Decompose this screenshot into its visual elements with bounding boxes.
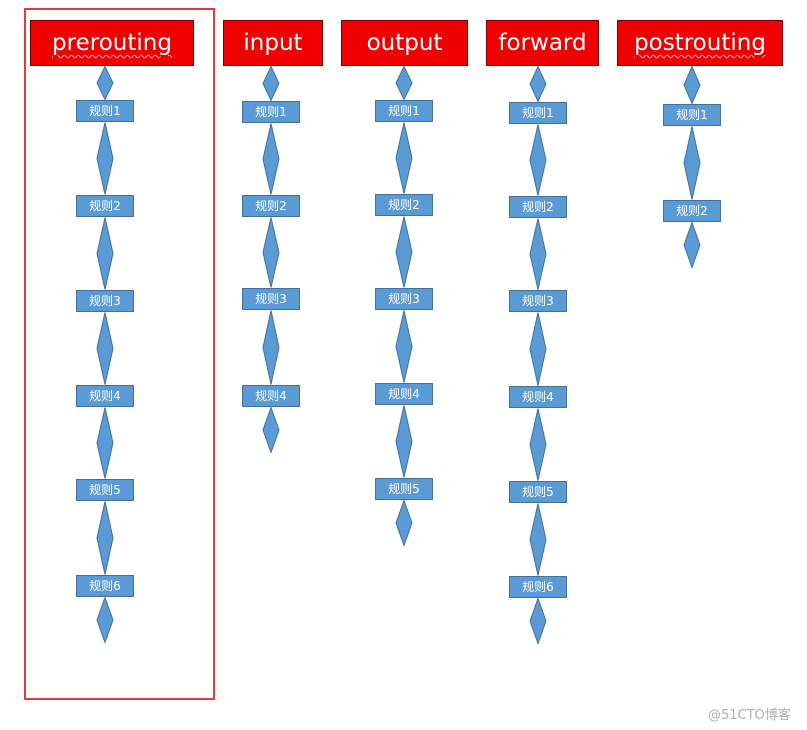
- rule-box-input-4: 规则4: [242, 385, 300, 407]
- connector-prerouting-5: [96, 407, 114, 479]
- rule-box-postrouting-1: 规则1: [663, 104, 721, 126]
- connector-prerouting-2: [96, 122, 114, 195]
- rule-box-input-2: 规则2: [242, 195, 300, 217]
- rule-box-prerouting-4: 规则4: [76, 385, 134, 407]
- connector-prerouting-3: [96, 217, 114, 290]
- connector-input-4: [262, 310, 280, 385]
- rule-box-input-1: 规则1: [242, 101, 300, 123]
- connector-prerouting-6: [96, 501, 114, 575]
- chain-header-input: input: [223, 20, 323, 66]
- rule-box-output-4: 规则4: [375, 383, 433, 405]
- connector-postrouting-1: [683, 66, 701, 104]
- tail-output: [395, 500, 413, 546]
- connector-input-2: [262, 123, 280, 195]
- rule-box-postrouting-2: 规则2: [663, 200, 721, 222]
- chain-label: prerouting: [52, 30, 172, 56]
- rule-box-prerouting-5: 规则5: [76, 479, 134, 501]
- rule-box-forward-2: 规则2: [509, 196, 567, 218]
- rule-box-output-3: 规则3: [375, 288, 433, 310]
- chain-label: input: [243, 30, 303, 56]
- rule-box-prerouting-1: 规则1: [76, 100, 134, 122]
- chain-label: postrouting: [634, 30, 766, 56]
- connector-output-5: [395, 405, 413, 478]
- connector-forward-2: [529, 124, 547, 196]
- rule-box-prerouting-2: 规则2: [76, 195, 134, 217]
- rule-box-prerouting-6: 规则6: [76, 575, 134, 597]
- connector-output-3: [395, 216, 413, 288]
- connector-forward-6: [529, 503, 547, 576]
- prerouting-highlight-frame: [24, 8, 215, 700]
- chain-header-output: output: [341, 20, 468, 66]
- connector-output-4: [395, 310, 413, 383]
- connector-forward-4: [529, 312, 547, 386]
- watermark: @51CTO博客: [708, 708, 791, 723]
- connector-postrouting-2: [683, 126, 701, 200]
- tail-prerouting: [96, 597, 114, 643]
- rule-box-input-3: 规则3: [242, 288, 300, 310]
- connector-forward-1: [529, 66, 547, 102]
- chain-header-forward: forward: [486, 20, 599, 66]
- rule-box-prerouting-3: 规则3: [76, 290, 134, 312]
- tail-forward: [529, 598, 547, 644]
- connector-input-1: [262, 66, 280, 101]
- rule-box-forward-1: 规则1: [509, 102, 567, 124]
- rule-box-forward-4: 规则4: [509, 386, 567, 408]
- chain-label: output: [366, 30, 443, 56]
- chain-header-prerouting: prerouting: [30, 20, 194, 66]
- tail-input: [262, 407, 280, 453]
- rule-box-output-2: 规则2: [375, 194, 433, 216]
- connector-output-1: [395, 66, 413, 100]
- connector-input-3: [262, 217, 280, 288]
- connector-output-2: [395, 122, 413, 194]
- rule-box-forward-5: 规则5: [509, 481, 567, 503]
- connector-prerouting-1: [96, 66, 114, 100]
- chain-header-postrouting: postrouting: [617, 20, 783, 66]
- rule-box-forward-3: 规则3: [509, 290, 567, 312]
- rule-box-output-5: 规则5: [375, 478, 433, 500]
- tail-postrouting: [683, 222, 701, 268]
- rule-box-forward-6: 规则6: [509, 576, 567, 598]
- connector-forward-5: [529, 408, 547, 481]
- connector-prerouting-4: [96, 312, 114, 385]
- chain-label: forward: [498, 30, 587, 56]
- rule-box-output-1: 规则1: [375, 100, 433, 122]
- connector-forward-3: [529, 218, 547, 290]
